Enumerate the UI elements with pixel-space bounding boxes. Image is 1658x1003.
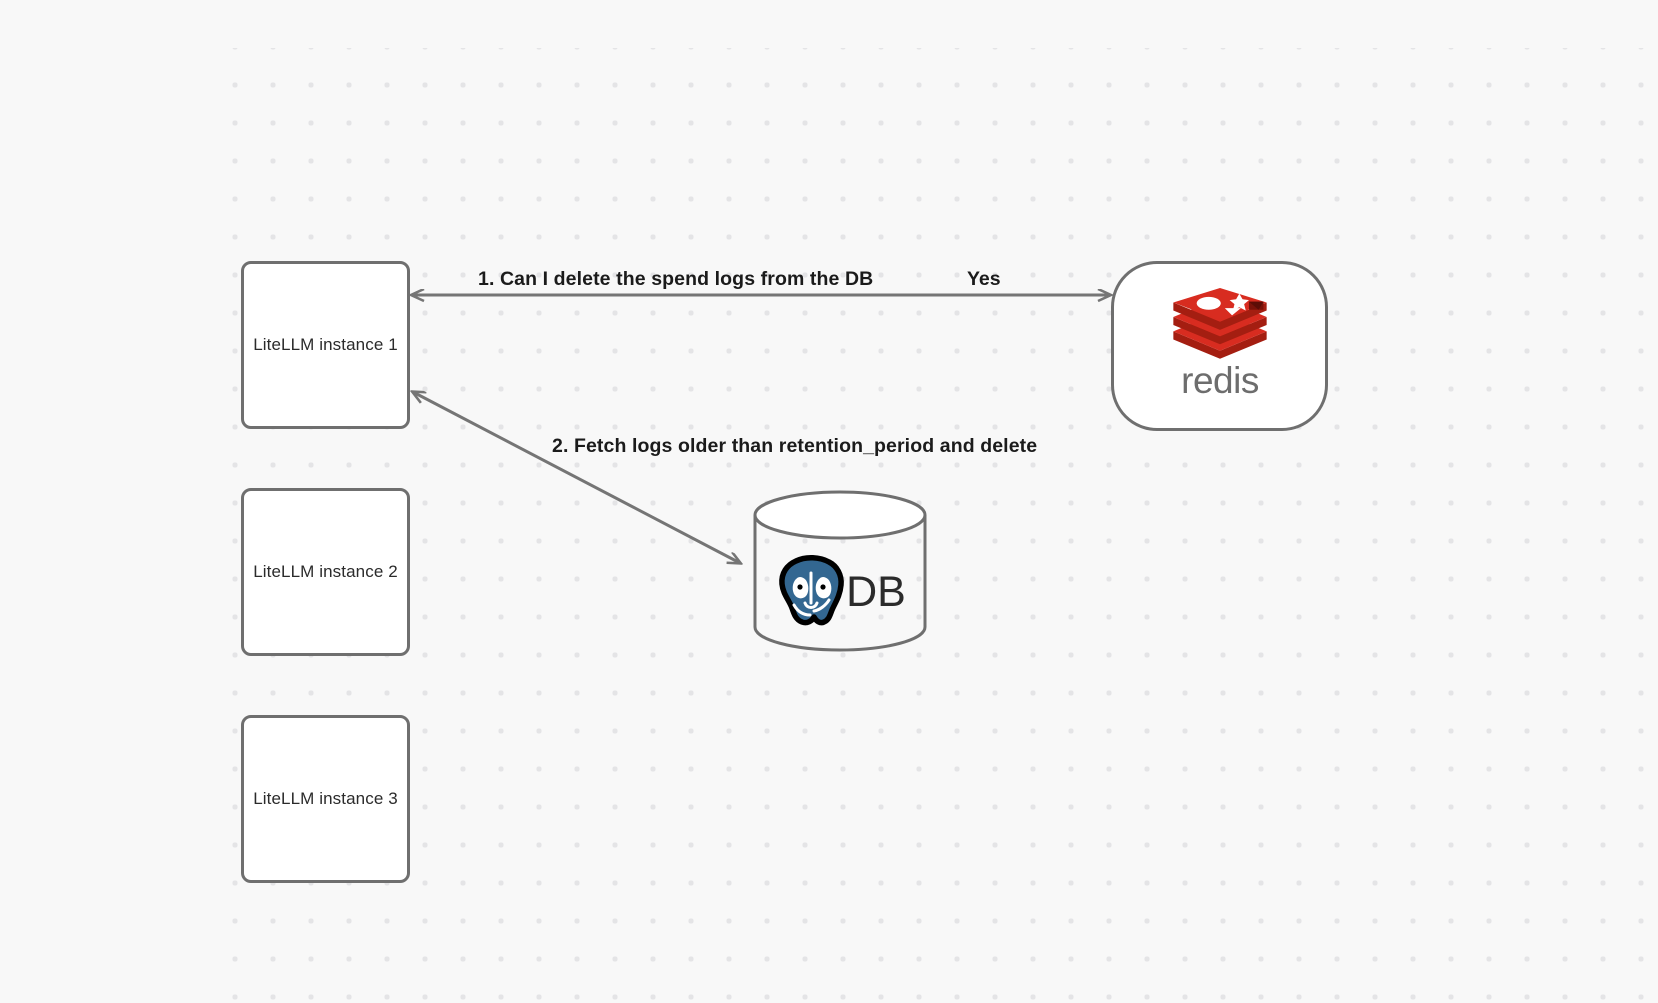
cylinder-shape bbox=[753, 490, 927, 652]
edge-instance1-database bbox=[413, 392, 740, 563]
node-litellm-instance-3[interactable]: LiteLLM instance 3 bbox=[241, 715, 410, 883]
edge-label-fetch-logs-older-than-retention-period: 2. Fetch logs older than retention_perio… bbox=[552, 435, 1038, 457]
node-redis[interactable]: redis bbox=[1111, 261, 1328, 431]
edge-label-yes: Yes bbox=[967, 268, 1001, 290]
node-litellm-instance-2[interactable]: LiteLLM instance 2 bbox=[241, 488, 410, 656]
node-database[interactable]: DB bbox=[752, 489, 928, 653]
node-label: LiteLLM instance 1 bbox=[253, 335, 398, 354]
node-label: LiteLLM instance 3 bbox=[253, 789, 398, 808]
node-litellm-instance-1[interactable]: LiteLLM instance 1 bbox=[241, 261, 410, 429]
dot-grid-background bbox=[200, 48, 1658, 1003]
redis-wordmark: redis bbox=[1181, 360, 1259, 401]
edge-label-can-i-delete-spend-logs: 1. Can I delete the spend logs from the … bbox=[478, 268, 874, 290]
node-label: LiteLLM instance 2 bbox=[253, 562, 398, 581]
db-label: DB bbox=[846, 567, 906, 616]
svg-text:redis: redis bbox=[1181, 360, 1259, 401]
postgresql-elephant-icon bbox=[779, 555, 844, 626]
redis-logo-icon bbox=[1172, 288, 1267, 359]
